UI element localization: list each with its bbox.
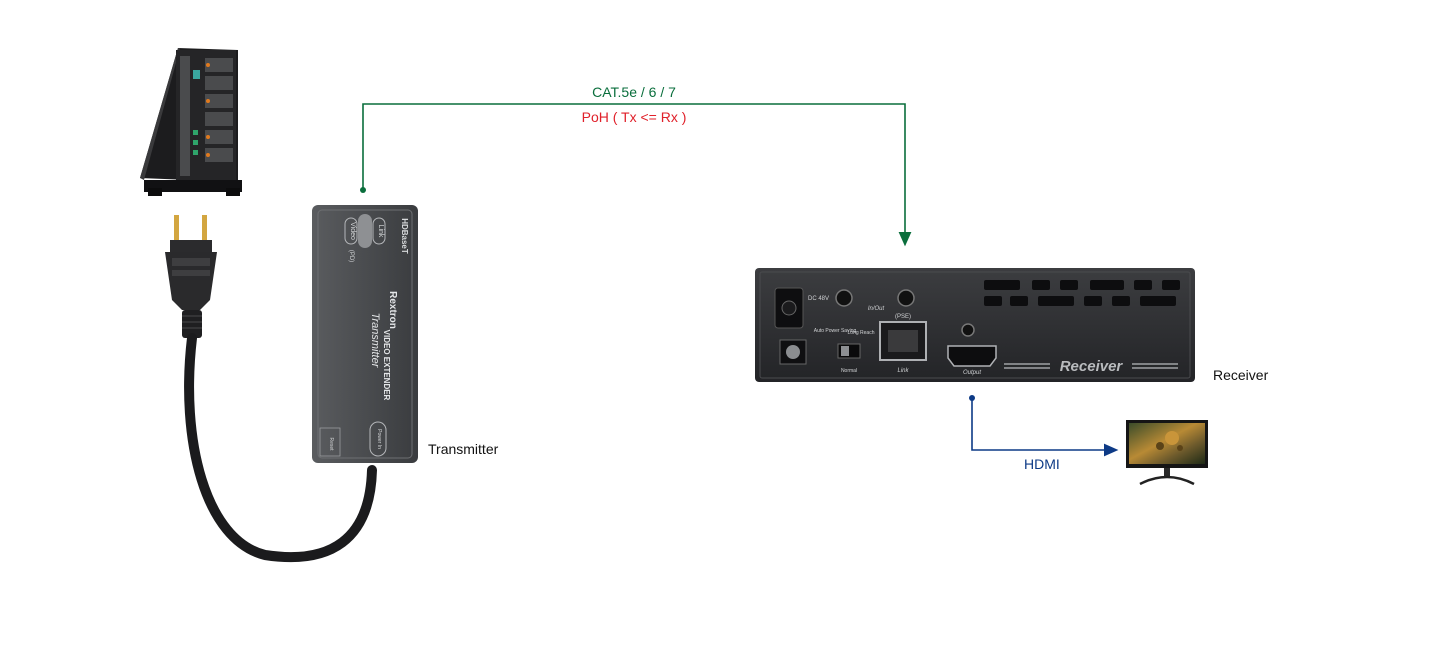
hdmi-output-link: [971, 398, 1119, 457]
tx-video-led-label: Video: [349, 222, 356, 240]
rx-dc-label: DC 48V: [808, 296, 829, 302]
transmitter-label: Transmitter: [428, 441, 499, 457]
rx-normal-label: Normal: [841, 368, 857, 374]
tx-model-line1: Transmitter: [369, 313, 381, 369]
poh-label: PoH ( Tx <= Rx ): [582, 109, 687, 125]
hdmi-link-label: HDMI: [1024, 456, 1060, 472]
tx-link-led-label: Link: [377, 225, 384, 238]
cat-cable-link: [362, 103, 912, 247]
server-tower-icon: [140, 48, 242, 196]
hdmi-link-start-dot: [969, 395, 975, 401]
rx-output-label: Output: [963, 370, 981, 376]
tx-brand-label: Rextron: [387, 291, 398, 329]
cat-cable-label: CAT.5e / 6 / 7: [592, 84, 676, 100]
tx-power-in-label: Power In: [376, 429, 382, 449]
tx-button-label: Reset: [328, 437, 334, 451]
rx-auto-power-label: Auto Power Saving: [814, 328, 857, 334]
tx-model-line2: VIDEO EXTENDER: [382, 330, 391, 401]
rx-pse-label: (PSE): [895, 314, 911, 320]
receiver-device: DC 48V In/Out Auto Power Saving Long Rea…: [755, 268, 1195, 382]
rx-long-reach-label: Long Reach: [848, 330, 875, 336]
rx-brand-label: Receiver: [1060, 358, 1124, 375]
rx-in-out-label: In/Out: [868, 306, 885, 312]
monitor-icon: [1126, 420, 1208, 486]
receiver-label: Receiver: [1213, 367, 1269, 383]
tx-hdbaset-label: HDBaseT: [400, 218, 409, 254]
hdmi-plug-icon: [165, 215, 217, 338]
transmitter-device: Video (PD) Link HDBaseT Rextron Transmit…: [312, 205, 418, 463]
rx-link-label: Link: [897, 368, 909, 374]
tx-pd-label: (PD): [348, 250, 354, 262]
hdmi-cable: [184, 333, 377, 563]
cat-link-start-dot: [360, 187, 366, 193]
